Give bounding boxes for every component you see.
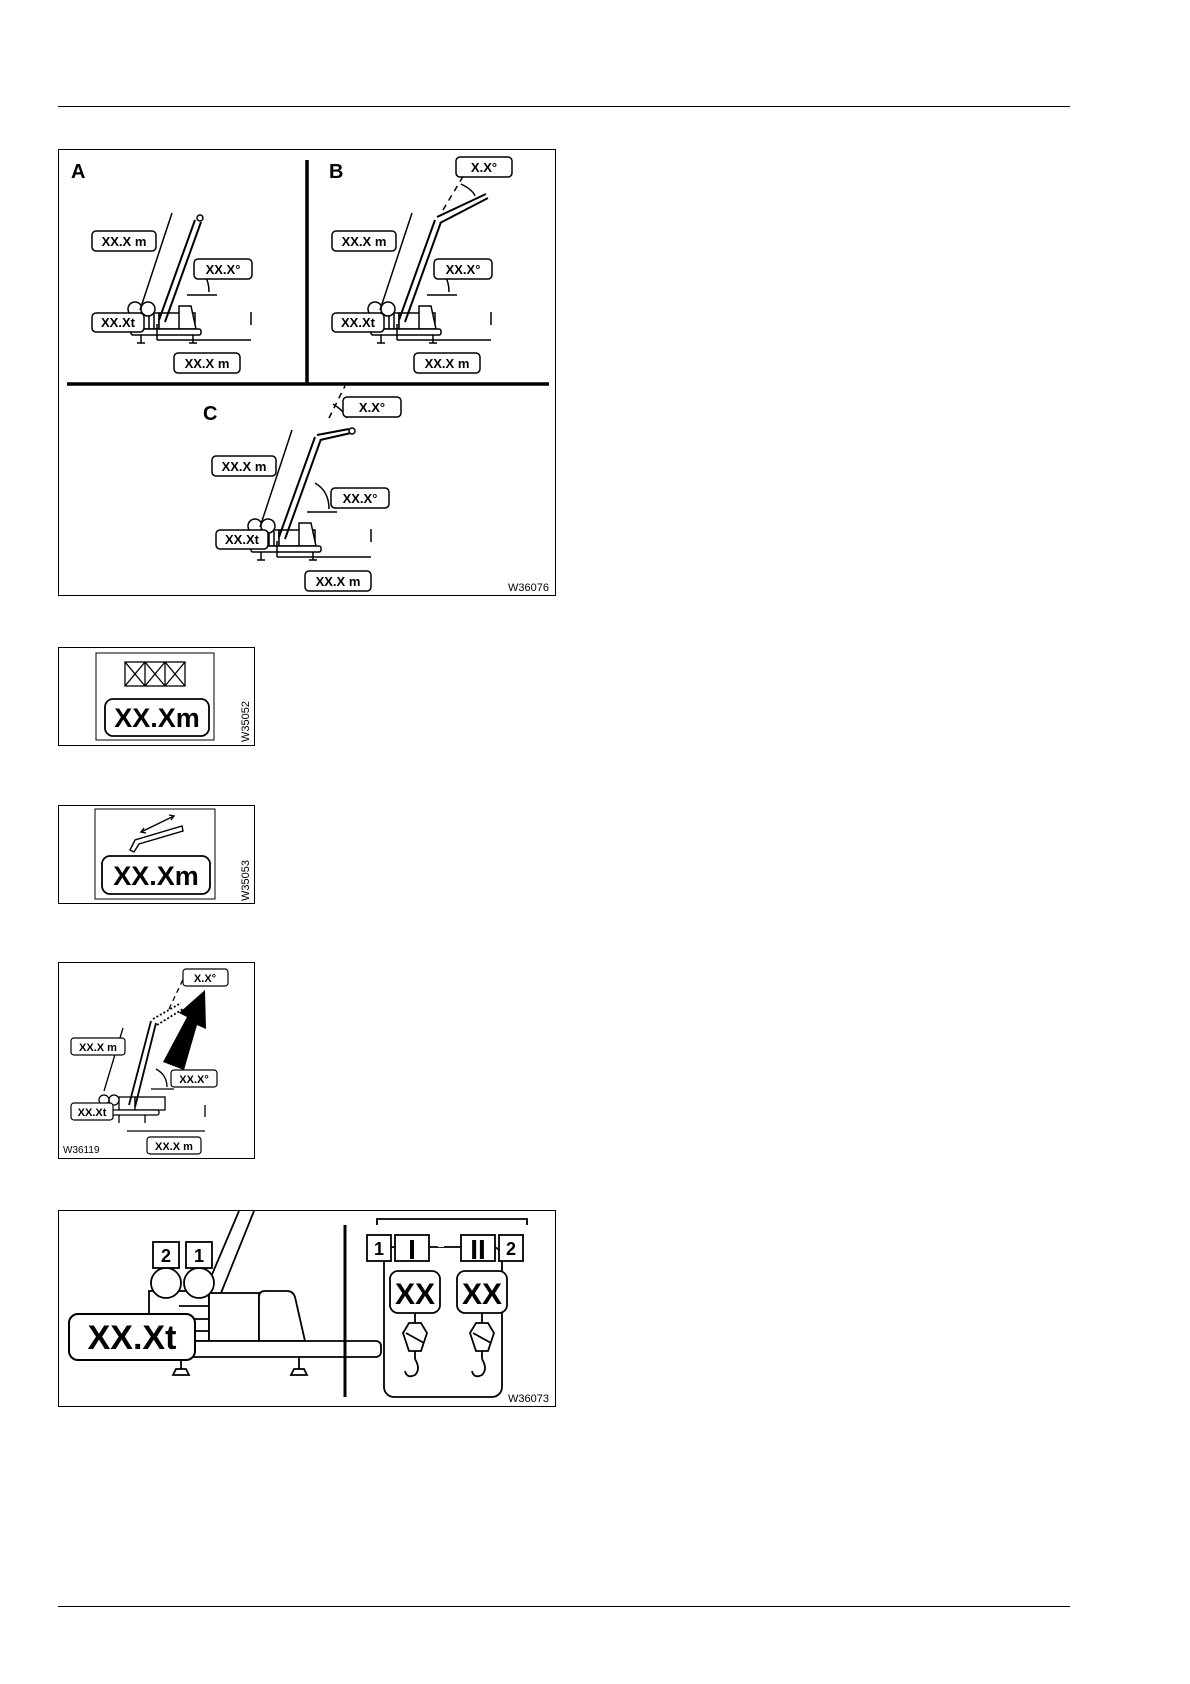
- boom-length-label: XX.X m: [342, 234, 387, 249]
- figure-code: W36076: [508, 582, 549, 594]
- figure-length-display: XX.Xm W35052: [58, 647, 255, 746]
- boom-angle-label: XX.X°: [446, 262, 481, 277]
- jib-angle-drawing: X.X° XX.X m XX.X° XX.Xt XX.X m W36119: [59, 963, 255, 1159]
- jib-angle-label: X.X°: [359, 400, 385, 415]
- boom-configurations-drawing: A B C XX.X m XX.X°: [59, 150, 556, 596]
- boom-angle-label: XX.X°: [343, 491, 378, 506]
- radius-label: XX.X m: [155, 1141, 193, 1153]
- counterweight-label: XX.Xt: [341, 315, 376, 330]
- figure-counterweight-hoist: 2 1 XX.Xt 1 I II 2 XX XX: [58, 1210, 556, 1407]
- panel-a-label: A: [71, 161, 85, 183]
- figure-code: W36073: [508, 1393, 549, 1405]
- radius-label: XX.X m: [185, 356, 230, 371]
- hoist-2-value: XX: [462, 1278, 502, 1311]
- counterweight-hoist-drawing: 2 1 XX.Xt 1 I II 2 XX XX: [59, 1211, 556, 1407]
- jib-length-display-drawing: XX.Xm W35053: [59, 806, 255, 904]
- counterweight-1-label: 1: [194, 1246, 204, 1266]
- footer-rule: [58, 1606, 1070, 1607]
- labels-c: X.X° XX.X m XX.X° XX.Xt XX.X m: [212, 397, 401, 591]
- boom-angle-label: XX.X°: [206, 262, 241, 277]
- hoist-2-number: 2: [506, 1239, 516, 1259]
- panel-c-label: C: [203, 403, 217, 425]
- panel-b-label: B: [329, 161, 343, 183]
- hoist-1-value: XX: [395, 1278, 435, 1311]
- counterweight-label: XX.Xt: [101, 315, 136, 330]
- figure-code: W36119: [63, 1145, 100, 1156]
- boom-length-label: XX.X m: [79, 1042, 117, 1054]
- header-rule: [58, 106, 1070, 107]
- length-display-drawing: XX.Xm W35052: [59, 648, 255, 746]
- boom-length-label: XX.X m: [222, 459, 267, 474]
- figure-code: W35053: [240, 860, 252, 901]
- jib-angle-label: X.X°: [194, 973, 216, 985]
- jib-angle-label: X.X°: [471, 160, 497, 175]
- figure-jib-angle: X.X° XX.X m XX.X° XX.Xt XX.X m W36119: [58, 962, 255, 1159]
- direction-arrow-icon: [163, 990, 206, 1070]
- jib-length-value: XX.Xm: [113, 861, 199, 891]
- counterweight-2-label: 2: [161, 1246, 171, 1266]
- hoist-2-roman: II: [470, 1234, 486, 1265]
- radius-label: XX.X m: [425, 356, 470, 371]
- figure-code: W35052: [240, 701, 252, 742]
- hoist-1-number: 1: [374, 1239, 384, 1259]
- radius-label: XX.X m: [316, 574, 361, 589]
- counterweight-value: XX.Xt: [88, 1319, 177, 1357]
- counterweight-label: XX.Xt: [78, 1107, 107, 1119]
- counterweight-label: XX.Xt: [225, 532, 260, 547]
- boom-angle-label: XX.X°: [179, 1074, 208, 1086]
- figure-jib-length-display: XX.Xm W35053: [58, 805, 255, 904]
- figure-boom-configurations: A B C XX.X m XX.X°: [58, 149, 556, 596]
- boom-length-label: XX.X m: [102, 234, 147, 249]
- hoist-1-roman: I: [408, 1234, 416, 1265]
- length-value: XX.Xm: [114, 703, 200, 733]
